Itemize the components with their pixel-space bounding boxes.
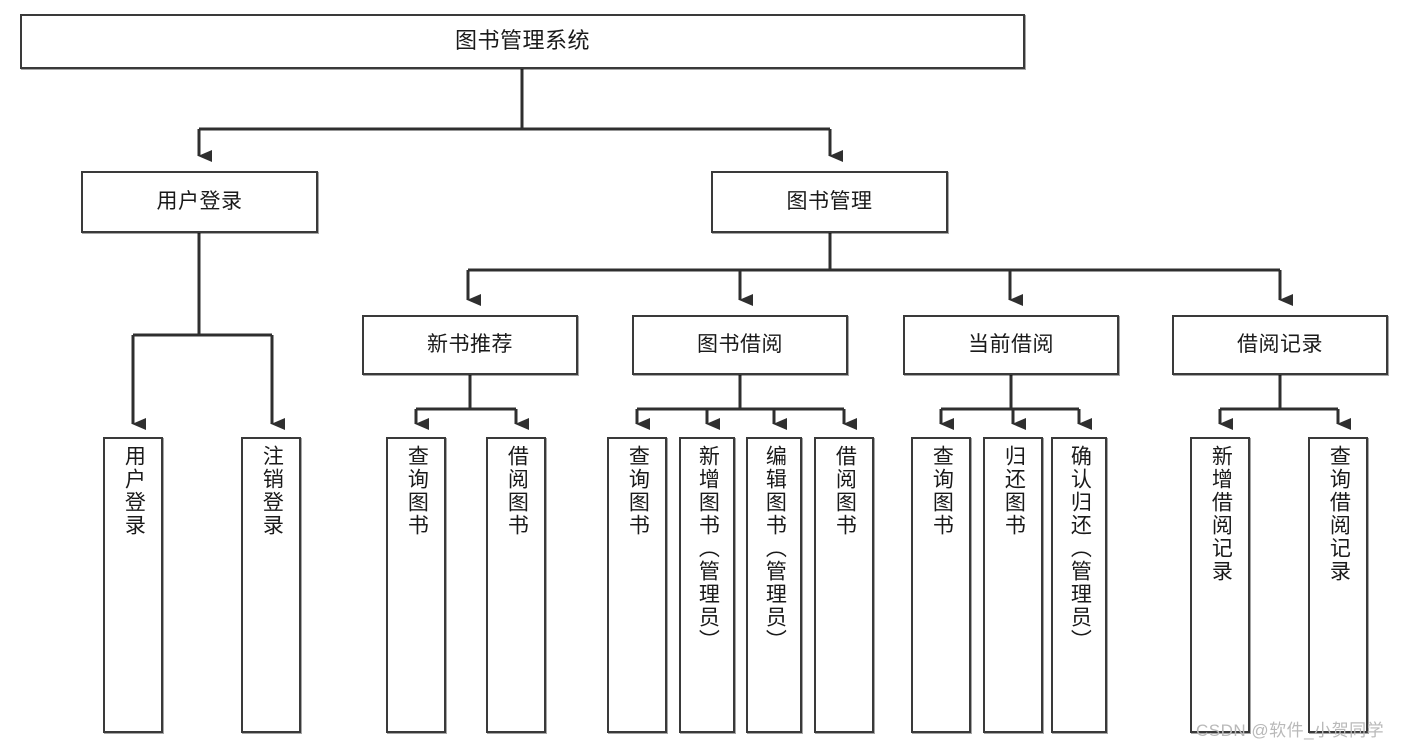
- node-leaf-add-record[interactable]: 新增借阅记录: [1190, 437, 1250, 733]
- node-user-login-label: 用户登录: [156, 190, 243, 214]
- node-book-borrow[interactable]: 图书借阅: [632, 315, 848, 375]
- node-root[interactable]: 图书管理系统: [20, 14, 1025, 69]
- node-leaf-logout-label: 注销登录: [260, 445, 284, 537]
- node-leaf-return-book[interactable]: 归还图书: [983, 437, 1043, 733]
- node-leaf-query-book-3[interactable]: 查询图书: [911, 437, 971, 733]
- node-new-book-recommend-label: 新书推荐: [427, 333, 513, 357]
- node-book-manage-label: 图书管理: [786, 190, 873, 214]
- node-leaf-borrow-book-1-label: 借阅图书: [505, 445, 529, 537]
- node-leaf-add-record-label: 新增借阅记录: [1209, 445, 1233, 583]
- node-leaf-add-book[interactable]: 新增图书（管理员）: [679, 437, 735, 733]
- node-leaf-query-book-1-label: 查询图书: [405, 445, 429, 537]
- node-leaf-confirm-return-label: 确认归还（管理员）: [1068, 445, 1092, 652]
- node-leaf-user-login-label: 用户登录: [122, 445, 146, 537]
- node-leaf-edit-book-label: 编辑图书（管理员）: [763, 445, 787, 652]
- node-new-book-recommend[interactable]: 新书推荐: [362, 315, 578, 375]
- node-book-borrow-label: 图书借阅: [697, 333, 783, 357]
- node-leaf-confirm-return[interactable]: 确认归还（管理员）: [1051, 437, 1107, 733]
- node-user-login[interactable]: 用户登录: [81, 171, 318, 233]
- node-leaf-query-book-2-label: 查询图书: [626, 445, 650, 537]
- node-current-borrow[interactable]: 当前借阅: [903, 315, 1119, 375]
- node-leaf-user-login[interactable]: 用户登录: [103, 437, 163, 733]
- node-book-manage[interactable]: 图书管理: [711, 171, 948, 233]
- node-root-label: 图书管理系统: [454, 28, 590, 54]
- node-leaf-query-record[interactable]: 查询借阅记录: [1308, 437, 1368, 733]
- node-leaf-edit-book[interactable]: 编辑图书（管理员）: [746, 437, 802, 733]
- node-leaf-borrow-book-1[interactable]: 借阅图书: [486, 437, 546, 733]
- node-borrow-record[interactable]: 借阅记录: [1172, 315, 1388, 375]
- node-leaf-query-book-3-label: 查询图书: [930, 445, 954, 537]
- node-leaf-borrow-book-2[interactable]: 借阅图书: [814, 437, 874, 733]
- node-leaf-query-record-label: 查询借阅记录: [1327, 445, 1351, 583]
- node-leaf-query-book-2[interactable]: 查询图书: [607, 437, 667, 733]
- node-leaf-add-book-label: 新增图书（管理员）: [696, 445, 720, 652]
- csdn-watermark: CSDN @软件_小贺同学: [1196, 721, 1385, 740]
- node-leaf-query-book-1[interactable]: 查询图书: [386, 437, 446, 733]
- node-leaf-logout[interactable]: 注销登录: [241, 437, 301, 733]
- node-leaf-return-book-label: 归还图书: [1002, 445, 1026, 537]
- node-leaf-borrow-book-2-label: 借阅图书: [833, 445, 857, 537]
- node-current-borrow-label: 当前借阅: [968, 333, 1054, 357]
- node-borrow-record-label: 借阅记录: [1237, 333, 1323, 357]
